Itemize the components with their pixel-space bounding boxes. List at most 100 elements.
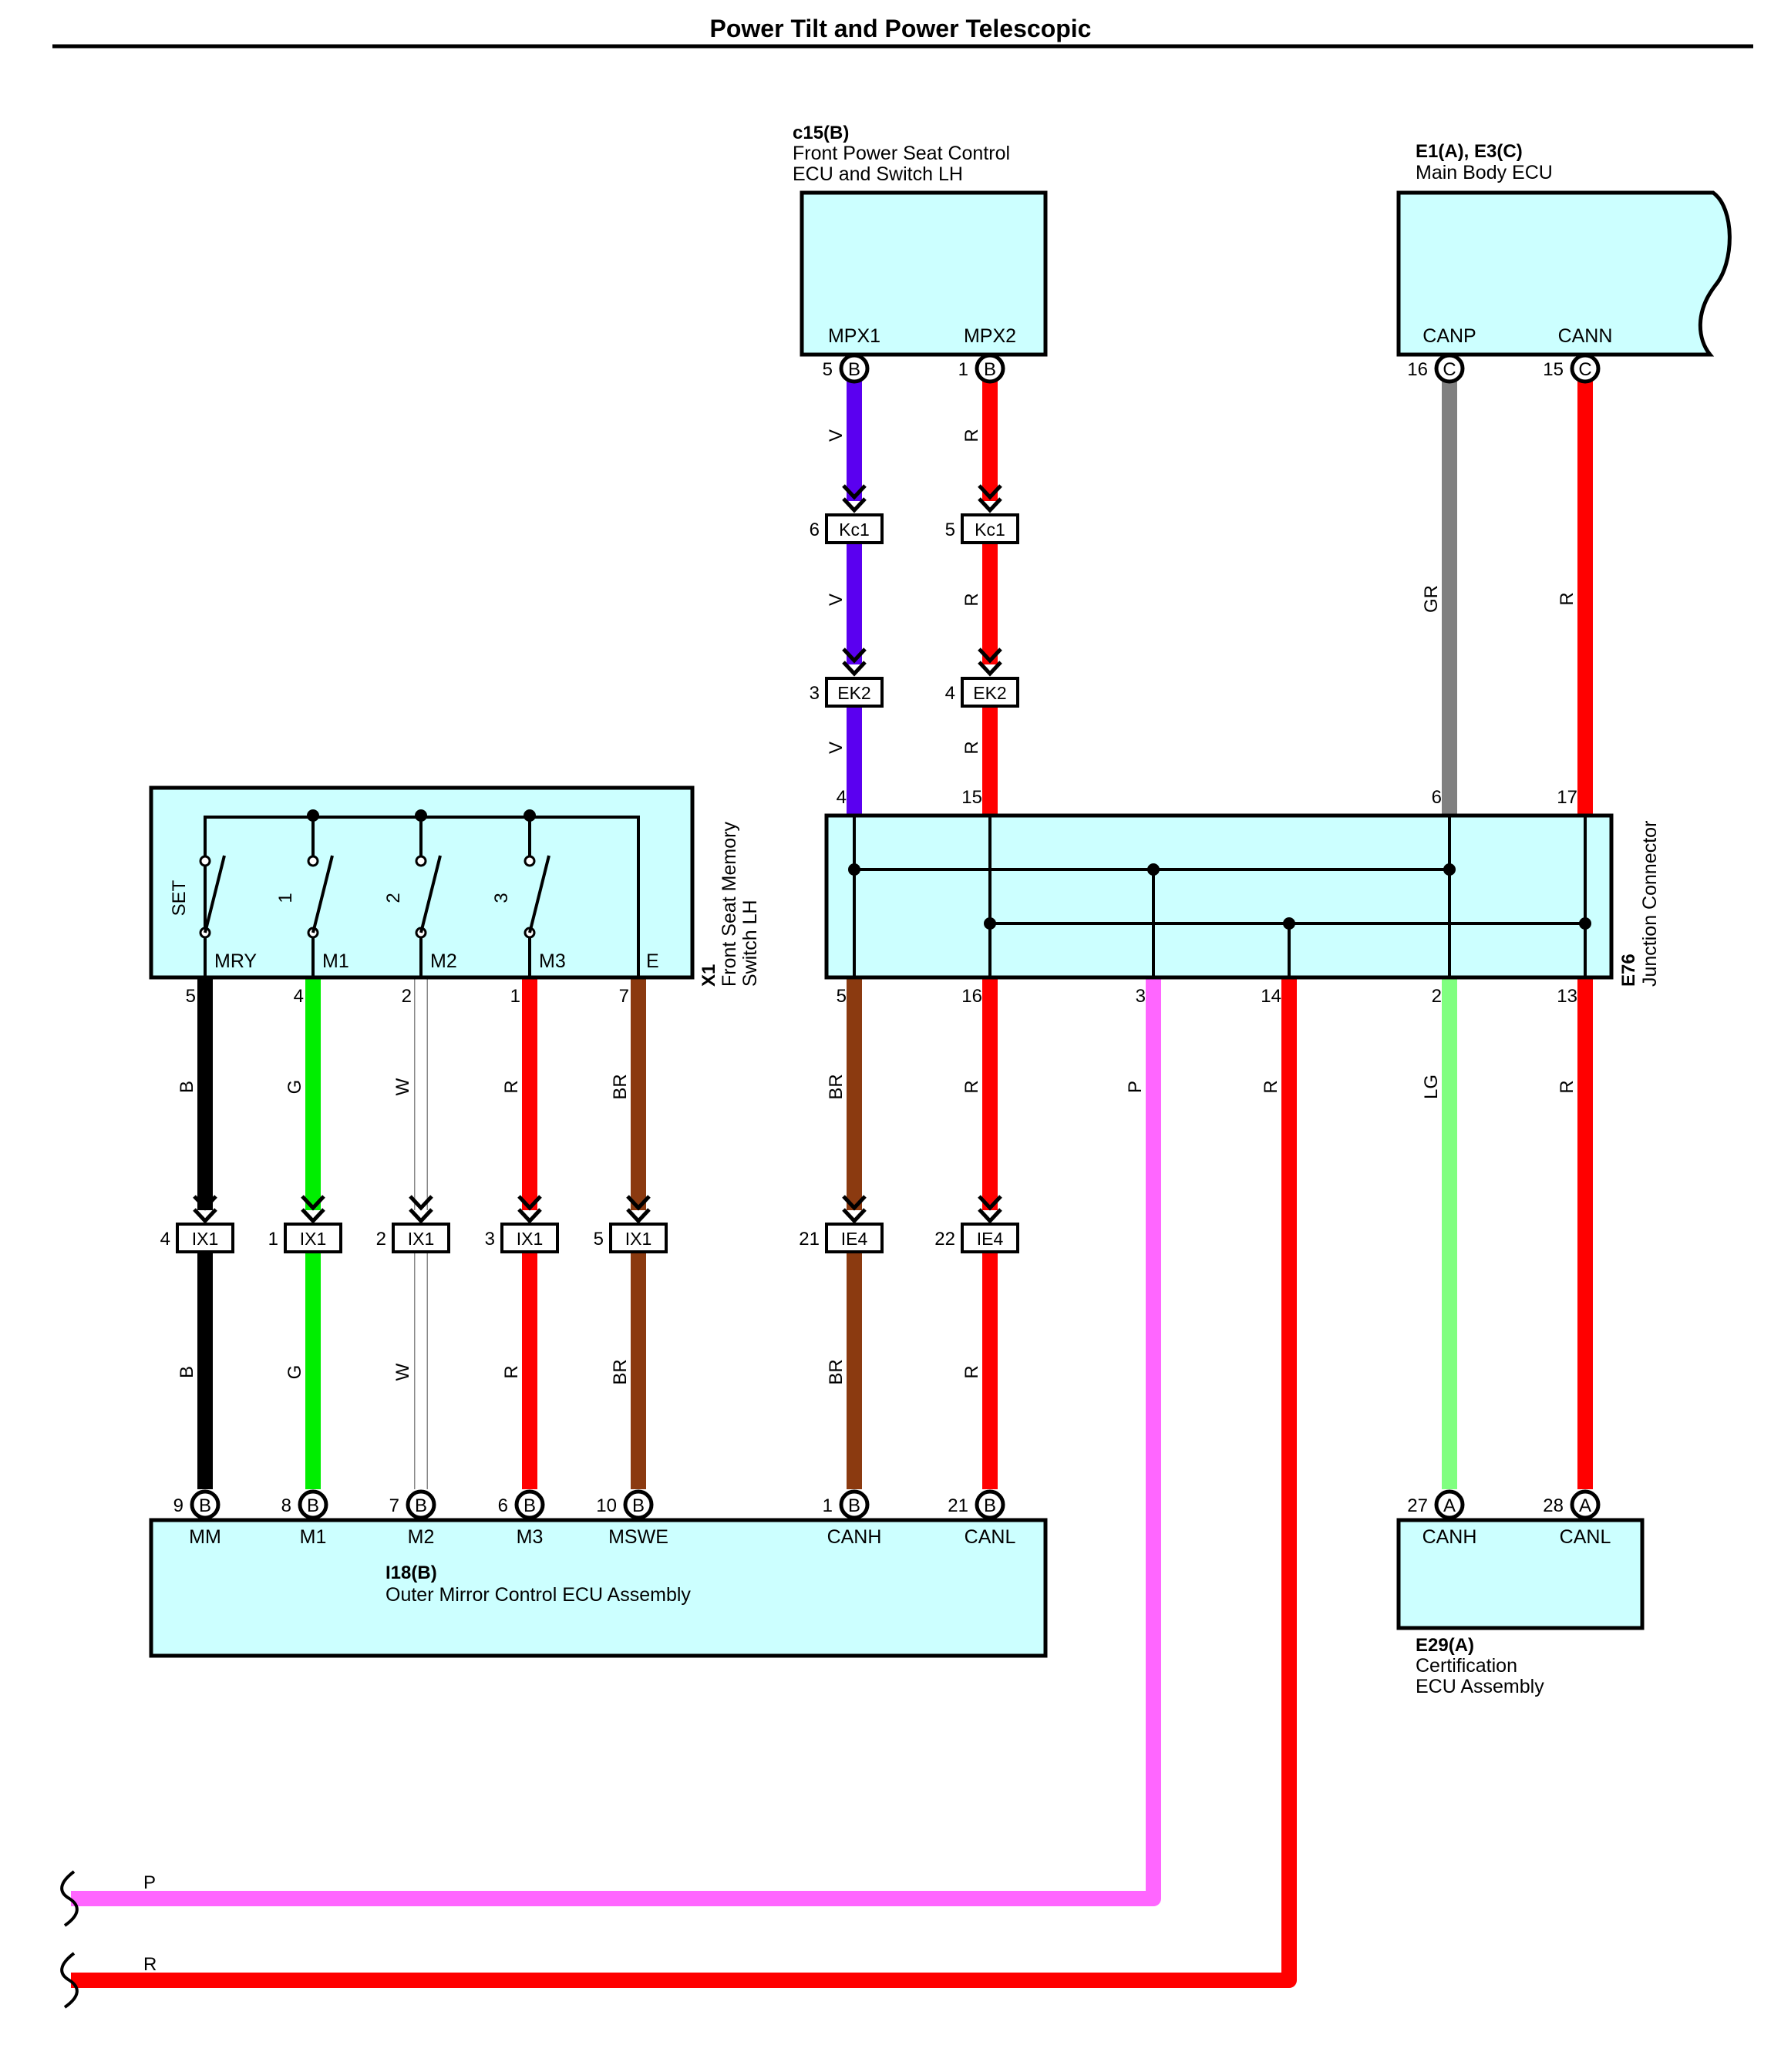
e1-box bbox=[1396, 190, 1732, 357]
svg-text:R: R bbox=[961, 1365, 982, 1378]
wire-label-r-bottom: R bbox=[143, 1954, 157, 1975]
svg-text:22: 22 bbox=[934, 1229, 955, 1250]
svg-text:1: 1 bbox=[958, 359, 968, 380]
svg-text:17: 17 bbox=[1557, 787, 1577, 808]
svg-text:Kc1: Kc1 bbox=[975, 520, 1005, 540]
svg-text:EK2: EK2 bbox=[837, 683, 870, 703]
svg-text:LG: LG bbox=[1421, 1075, 1442, 1099]
svg-text:B: B bbox=[848, 1495, 860, 1516]
svg-text:SET: SET bbox=[169, 880, 190, 916]
svg-text:A: A bbox=[1443, 1495, 1456, 1516]
e1-code: E1(A), E3(C) bbox=[1416, 141, 1523, 162]
component-e76: 4 15 6 17 5 16 3 14 2 13 E76 Junction Co… bbox=[824, 787, 1661, 1007]
middle-wire-labels-upper: B G W R BR BR R P R LG R bbox=[177, 1074, 1577, 1099]
x1-pin-m2: M2 bbox=[430, 950, 457, 972]
x1-switch-1: 1 bbox=[275, 809, 334, 977]
svg-text:5: 5 bbox=[945, 520, 955, 540]
i18-pin-m3: M3 bbox=[517, 1526, 544, 1548]
component-c15: c15(B) Front Power Seat Control ECU and … bbox=[793, 123, 1048, 357]
svg-text:21: 21 bbox=[799, 1229, 820, 1250]
i18-box bbox=[149, 1518, 1048, 1658]
svg-text:6: 6 bbox=[1432, 787, 1442, 808]
pin-circle: B9 bbox=[173, 1489, 221, 1520]
x1-code: X1 bbox=[699, 964, 719, 987]
svg-text:R: R bbox=[961, 1080, 982, 1093]
svg-text:15: 15 bbox=[961, 787, 982, 808]
svg-text:21: 21 bbox=[948, 1495, 968, 1516]
svg-text:B: B bbox=[307, 1495, 319, 1516]
x1-pin-numbers: 5 4 2 1 7 bbox=[186, 986, 629, 1007]
x1-switch-set: SET bbox=[169, 855, 226, 977]
c15-code: c15(B) bbox=[793, 123, 849, 143]
wire-label: V bbox=[826, 429, 847, 442]
svg-text:G: G bbox=[284, 1080, 305, 1095]
svg-text:4: 4 bbox=[945, 683, 955, 704]
x1-pin-e: E bbox=[646, 950, 659, 972]
svg-text:IE4: IE4 bbox=[841, 1229, 868, 1249]
e1-pin-cann: CANN bbox=[1558, 325, 1613, 347]
e29-pin-canh: CANH bbox=[1422, 1526, 1477, 1548]
pin-circle: B 10 bbox=[596, 1489, 654, 1520]
svg-text:B: B bbox=[632, 1495, 645, 1516]
x1-switch-3: 3 bbox=[491, 809, 550, 977]
pin-circle: C 15 bbox=[1543, 353, 1601, 384]
svg-text:5: 5 bbox=[823, 359, 833, 380]
svg-text:A: A bbox=[1579, 1495, 1591, 1516]
svg-text:8: 8 bbox=[281, 1495, 291, 1516]
connector-ix1: IX1 2 bbox=[376, 1195, 450, 1253]
pin-circle: B1 bbox=[823, 1489, 870, 1520]
svg-text:IX1: IX1 bbox=[408, 1229, 435, 1249]
i18-pin-mm: MM bbox=[189, 1526, 221, 1548]
svg-text:10: 10 bbox=[596, 1495, 617, 1516]
svg-text:16: 16 bbox=[961, 986, 982, 1007]
svg-text:6: 6 bbox=[498, 1495, 508, 1516]
wire-p bbox=[71, 977, 1161, 1906]
c15-pin-mpx2: MPX2 bbox=[964, 325, 1016, 347]
wire-label: V bbox=[826, 594, 847, 606]
connectors-top: Kc1 6 Kc1 5 EK2 3 EK2 4 bbox=[810, 484, 1019, 708]
break-mark-p bbox=[60, 1870, 79, 1927]
svg-text:3: 3 bbox=[1136, 986, 1146, 1007]
svg-text:IX1: IX1 bbox=[300, 1229, 327, 1249]
svg-text:6: 6 bbox=[810, 520, 820, 540]
connector-ek2: EK2 4 bbox=[945, 648, 1019, 708]
top-wire-labels: V R V R V R GR R bbox=[826, 429, 1577, 754]
x1-name-1: Front Seat Memory bbox=[719, 822, 740, 987]
break-mark-r bbox=[60, 1952, 79, 2009]
svg-text:27: 27 bbox=[1407, 1495, 1428, 1516]
c15-box bbox=[800, 190, 1048, 357]
connector-kc1: Kc1 5 bbox=[945, 484, 1019, 544]
component-e29: CANH CANL E29(A) Certification ECU Assem… bbox=[1396, 1518, 1645, 1697]
svg-text:4: 4 bbox=[160, 1229, 170, 1250]
top-pins: B 5 B 1 C 16 C 15 bbox=[823, 353, 1601, 384]
c15-name-1: Front Power Seat Control bbox=[793, 143, 1010, 164]
svg-text:15: 15 bbox=[1543, 359, 1564, 380]
svg-text:C: C bbox=[1443, 359, 1456, 380]
e29-name-2: ECU Assembly bbox=[1416, 1676, 1544, 1697]
i18-pin-m2: M2 bbox=[408, 1526, 435, 1548]
svg-text:IX1: IX1 bbox=[517, 1229, 544, 1249]
wire-r-14 bbox=[71, 977, 1297, 1988]
wire-label: R bbox=[961, 741, 982, 754]
connector-ix1: IX1 1 bbox=[268, 1195, 342, 1253]
svg-text:R: R bbox=[1557, 1080, 1577, 1093]
e29-box bbox=[1396, 1518, 1645, 1630]
e76-box bbox=[824, 813, 1614, 980]
svg-text:2: 2 bbox=[1432, 986, 1442, 1007]
x1-name-2: Switch LH bbox=[739, 900, 761, 987]
svg-text:BR: BR bbox=[610, 1359, 631, 1384]
i18-code: I18(B) bbox=[385, 1562, 437, 1583]
svg-text:3: 3 bbox=[485, 1229, 495, 1250]
svg-text:Kc1: Kc1 bbox=[839, 520, 870, 540]
pin-circle: A28 bbox=[1543, 1489, 1601, 1520]
c15-pin-mpx1: MPX1 bbox=[828, 325, 880, 347]
svg-text:IE4: IE4 bbox=[977, 1229, 1004, 1249]
c15-name-2: ECU and Switch LH bbox=[793, 163, 963, 185]
svg-text:5: 5 bbox=[186, 986, 196, 1007]
svg-text:7: 7 bbox=[619, 986, 629, 1007]
connector-kc1: Kc1 6 bbox=[810, 484, 884, 544]
x1-pin-m3: M3 bbox=[539, 950, 566, 972]
connector-ie4: IE4 22 bbox=[934, 1195, 1019, 1253]
wire-label: R bbox=[961, 593, 982, 606]
svg-text:B: B bbox=[177, 1081, 197, 1093]
